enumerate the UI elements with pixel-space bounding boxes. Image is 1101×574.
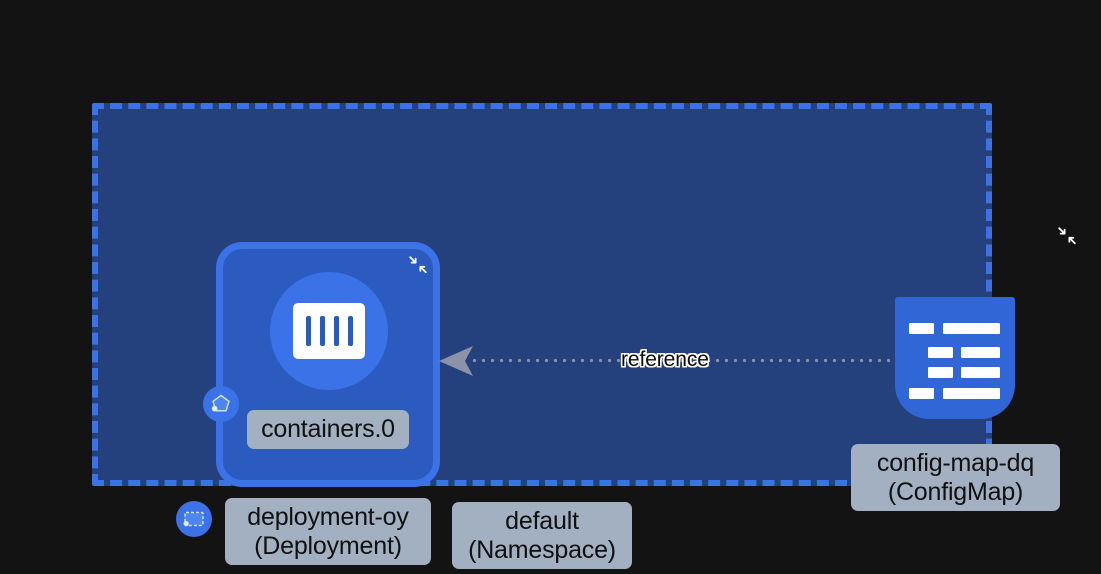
namespace-container-default[interactable]: containers.0 deployment-oy (Deployment) — [92, 103, 1076, 565]
configmap-row-bar — [961, 367, 1000, 378]
container-icon — [270, 272, 388, 390]
configmap-icon[interactable] — [895, 297, 1015, 419]
container-icon-bar — [333, 316, 339, 346]
namespace-label-default[interactable]: default (Namespace) — [452, 502, 632, 569]
container-icon-bar — [347, 316, 353, 346]
edge-label-reference: reference — [621, 348, 709, 371]
edge-reference-line — [470, 358, 895, 363]
configmap-row-bar — [943, 388, 1000, 399]
container-icon-bar — [305, 316, 311, 346]
pentagon-badge-icon[interactable] — [203, 386, 239, 422]
deployment-icon[interactable] — [176, 501, 212, 537]
configmap-row-marker — [928, 347, 953, 358]
configmap-row-bar — [943, 323, 1000, 334]
node-label-deployment-oy[interactable]: deployment-oy (Deployment) — [225, 498, 431, 565]
configmap-row-marker — [909, 388, 934, 399]
node-label-containers-0[interactable]: containers.0 — [247, 410, 409, 449]
container-icon-card — [293, 303, 365, 359]
node-label-config-map-dq[interactable]: config-map-dq (ConfigMap) — [851, 444, 1060, 511]
container-icon-bar — [319, 316, 325, 346]
collapse-icon[interactable] — [407, 254, 429, 276]
arrowhead-left-icon — [438, 342, 474, 380]
configmap-row-marker — [928, 367, 953, 378]
configmap-row-marker — [909, 323, 934, 334]
collapse-icon[interactable] — [1056, 225, 1078, 247]
configmap-row-bar — [961, 347, 1000, 358]
